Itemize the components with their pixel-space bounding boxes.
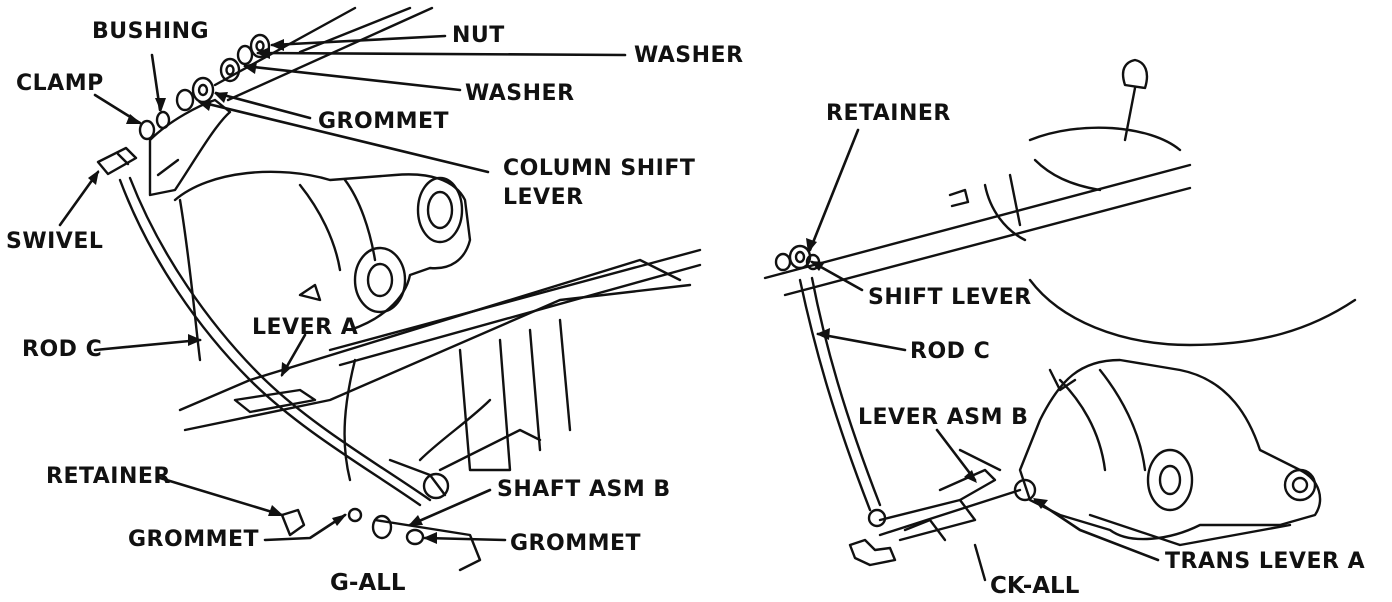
shaft-asm-text: SHAFT ASM <box>497 477 646 502</box>
ck-column-hardware <box>774 244 821 272</box>
label-washer-outer: WASHER <box>634 43 744 68</box>
label-retainer-right: RETAINER <box>826 101 951 126</box>
label-trans-lever-a: TRANS LEVER A <box>1165 550 1365 574</box>
rod-c-right-text: ROD <box>910 339 966 364</box>
label-lever-a: LEVER A <box>252 316 358 340</box>
g-all-assembly <box>58 6 702 572</box>
label-column-shift: COLUMN SHIFT <box>503 156 696 181</box>
lever-asm-text: LEVER ASM <box>858 405 1003 430</box>
label-grommet-lower-right: GROMMET <box>510 531 642 556</box>
label-retainer-left: RETAINER <box>46 464 171 489</box>
rod-c-letter: C <box>85 337 103 362</box>
label-clamp: CLAMP <box>16 71 104 96</box>
g-arrowheads <box>88 39 437 544</box>
trans-lever-text: TRANS LEVER <box>1165 549 1340 574</box>
label-column-lever: LEVER <box>503 185 584 210</box>
ck-arrowheads <box>806 238 1048 509</box>
ck-all-assembly <box>763 58 1357 582</box>
label-bushing: BUSHING <box>92 19 210 44</box>
label-grommet-lower-left: GROMMET <box>128 527 260 552</box>
lever-a-letter: A <box>340 315 359 340</box>
g-leader-lines <box>58 34 627 542</box>
label-washer-inner: WASHER <box>465 81 575 106</box>
label-rod-c-left: ROD C <box>22 338 102 362</box>
label-grommet-top: GROMMET <box>318 109 450 134</box>
g-lower-hardware <box>280 507 425 546</box>
label-swivel: SWIVEL <box>6 229 104 254</box>
label-lever-asm-b: LEVER ASM B <box>858 406 1028 430</box>
caption-ck-all: CK-ALL <box>990 573 1080 599</box>
lever-a-text: LEVER <box>252 315 333 340</box>
lever-asm-letter: B <box>1011 405 1029 430</box>
column-hardware <box>138 33 271 141</box>
rod-c-right-letter: C <box>973 339 991 364</box>
rod-c-text: ROD <box>22 337 78 362</box>
label-nut: NUT <box>452 23 505 48</box>
label-shift-lever: SHIFT LEVER <box>868 285 1032 310</box>
caption-g-all: G-ALL <box>330 570 406 596</box>
label-shaft-asm-b: SHAFT ASM B <box>497 478 671 502</box>
trans-lever-letter: A <box>1347 549 1366 574</box>
label-rod-c-right: ROD C <box>910 340 990 364</box>
shaft-asm-letter: B <box>653 477 671 502</box>
